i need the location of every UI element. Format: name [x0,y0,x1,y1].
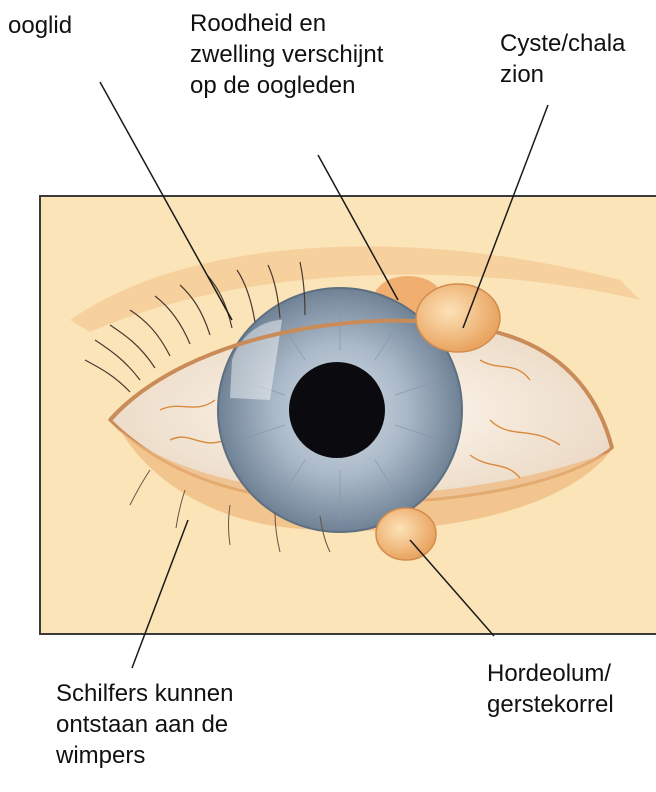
label-redness-swelling: Roodheid en zwelling verschijnt op de oo… [190,8,383,101]
chalazion-lump [416,284,500,352]
pupil [289,362,385,458]
label-cyst-chalazion: Cyste/chala zion [500,28,625,90]
label-hordeolum: Hordeolum/ gerstekorrel [487,658,614,720]
label-eyelid: ooglid [8,10,72,41]
label-flakes: Schilfers kunnen ontstaan aan de wimpers [56,678,233,771]
hordeolum-lump [376,508,436,560]
